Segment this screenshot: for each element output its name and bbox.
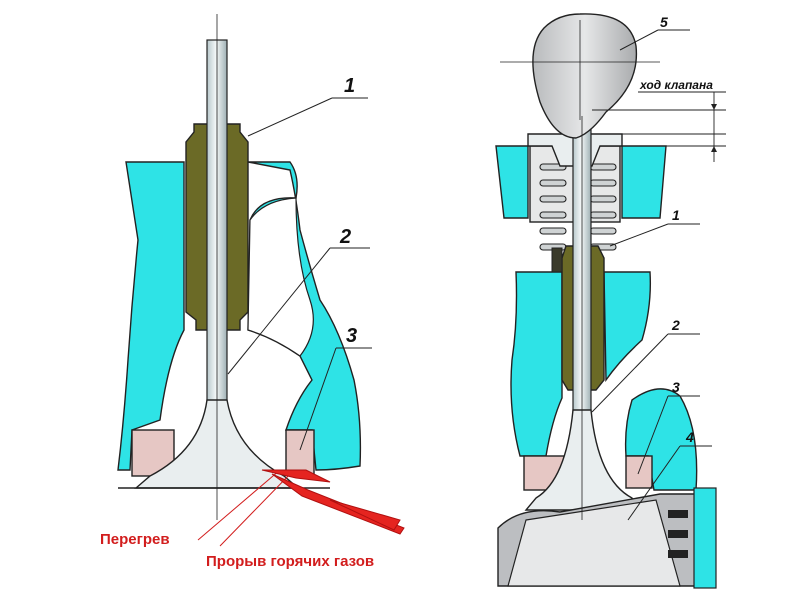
left-seat-left xyxy=(131,429,175,477)
overheat-caption: Перегрев xyxy=(100,531,170,548)
right-leader-4 xyxy=(627,445,681,521)
camshaft-lobe xyxy=(532,13,638,139)
valve-travel-label: ход клапана xyxy=(639,78,713,92)
left-leader-1 xyxy=(247,97,333,137)
right-head-upper-r xyxy=(621,145,667,219)
stem-seal xyxy=(551,247,563,273)
right-label-1: 1 xyxy=(672,207,680,223)
right-label-4: 4 xyxy=(685,429,694,445)
left-blowby-leader xyxy=(219,471,293,547)
right-valve-assembly: ход клапана 5 1 2 3 4 xyxy=(495,13,726,589)
left-port-channel xyxy=(247,197,314,357)
right-leader-1 xyxy=(609,223,669,247)
gas-arrow-lower xyxy=(329,499,401,531)
left-head-port-body xyxy=(117,161,185,471)
right-head-lower xyxy=(510,271,563,457)
left-leader-2 xyxy=(227,247,331,375)
left-label-2: 2 xyxy=(339,226,351,248)
left-label-3: 3 xyxy=(346,325,357,347)
gas-blowby-caption: Прорыв горячих газов xyxy=(206,553,374,570)
cylinder-wall xyxy=(693,487,717,589)
left-leader-3 xyxy=(299,347,337,451)
piston-rings xyxy=(668,510,688,558)
right-leader-3 xyxy=(637,395,669,475)
right-leader-5 xyxy=(619,29,659,51)
travel-arrow-top xyxy=(711,104,717,110)
right-seat-right xyxy=(625,455,653,489)
right-label-3: 3 xyxy=(672,379,680,395)
left-seat-right xyxy=(285,429,315,475)
right-label-2: 2 xyxy=(671,317,680,333)
left-label-1: 1 xyxy=(344,75,355,97)
travel-arrow-bot xyxy=(711,146,717,152)
right-leader-2 xyxy=(591,333,669,413)
left-valve-assembly: 1 2 3 xyxy=(117,14,405,547)
piston-crown xyxy=(507,499,681,587)
right-head-lower-r2 xyxy=(624,388,698,491)
right-head-lower-r xyxy=(603,271,651,383)
left-overheat-leader xyxy=(197,469,281,541)
right-label-5: 5 xyxy=(660,14,668,30)
gas-arrow-upper xyxy=(261,469,331,483)
right-head-upper xyxy=(495,145,529,219)
